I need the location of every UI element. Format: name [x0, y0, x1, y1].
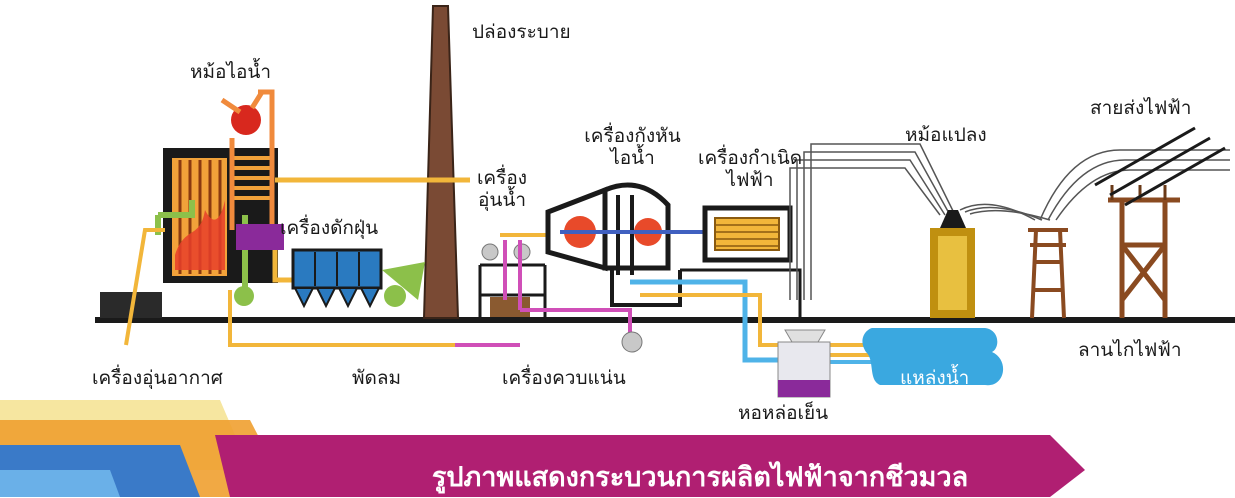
cooling-tower [777, 329, 831, 398]
superheater-coil [232, 156, 270, 200]
turbine [545, 182, 710, 275]
cool-pipe-2 [640, 293, 790, 347]
transformer-leads [959, 203, 1051, 221]
generator-label: เครื่องกำเนิด ไฟฟ้า [697, 147, 803, 191]
fan-label: พัดลม [352, 367, 402, 389]
banner-title: รูปภาพแสดงกระบวนการผลิตไฟฟ้าจากชีวมวล [431, 462, 969, 493]
generator-leads [789, 143, 956, 300]
condenser-frame [610, 270, 682, 307]
condenser-label: เครื่องควบแน่น [502, 367, 626, 389]
water-source-label: แหล่งน้ำ [900, 367, 970, 389]
preheater-frame [478, 263, 547, 318]
transmission-pylon [1108, 197, 1180, 318]
chimney-label: ปล่องระบาย [472, 21, 571, 43]
ground-line [95, 317, 1235, 323]
banner-decoration [0, 400, 1085, 497]
cool-pipe [630, 279, 790, 363]
condensate-pipe [455, 240, 632, 347]
air-fan [234, 286, 254, 306]
cooling-tower-label: หอหล่อเย็น [738, 402, 829, 424]
dust-collector-label: เครื่องดักฝุ่น [280, 217, 379, 239]
induced-fan [382, 262, 425, 300]
boiler-flame [175, 200, 225, 270]
switchyard-tower [1028, 228, 1068, 319]
turbine-label: เครื่องกังหัน ไอน้ำ [584, 125, 681, 169]
dust-duct [236, 224, 284, 250]
transmission-conductors [1094, 126, 1226, 207]
boiler-risers [220, 89, 275, 230]
transformer [930, 210, 975, 318]
transformer-label: หม้อแปลง [905, 124, 987, 146]
switchyard-label: ลานไกไฟฟ้า [1078, 339, 1182, 361]
preheater-label: เครื่อง อุ่นน้ำ [476, 167, 528, 211]
preheater-valve-1 [481, 243, 499, 261]
generator [702, 205, 793, 263]
water-source [862, 328, 1004, 386]
air-heater-label: เครื่องอุ่นอากาศ [92, 367, 223, 389]
chimney [422, 5, 460, 319]
condenser-valve [621, 331, 643, 353]
transmission-wires [1039, 149, 1230, 221]
pump-block [490, 297, 530, 317]
air-inlet-pipe [124, 228, 165, 346]
transmission-line-label: สายส่งไฟฟ้า [1090, 97, 1192, 119]
boiler-label: หม้อไอน้ำ [190, 61, 272, 83]
dust-collector [291, 248, 383, 309]
air-return-pipe [228, 290, 470, 347]
generator-stand [680, 268, 802, 318]
air-pipe [155, 200, 248, 300]
